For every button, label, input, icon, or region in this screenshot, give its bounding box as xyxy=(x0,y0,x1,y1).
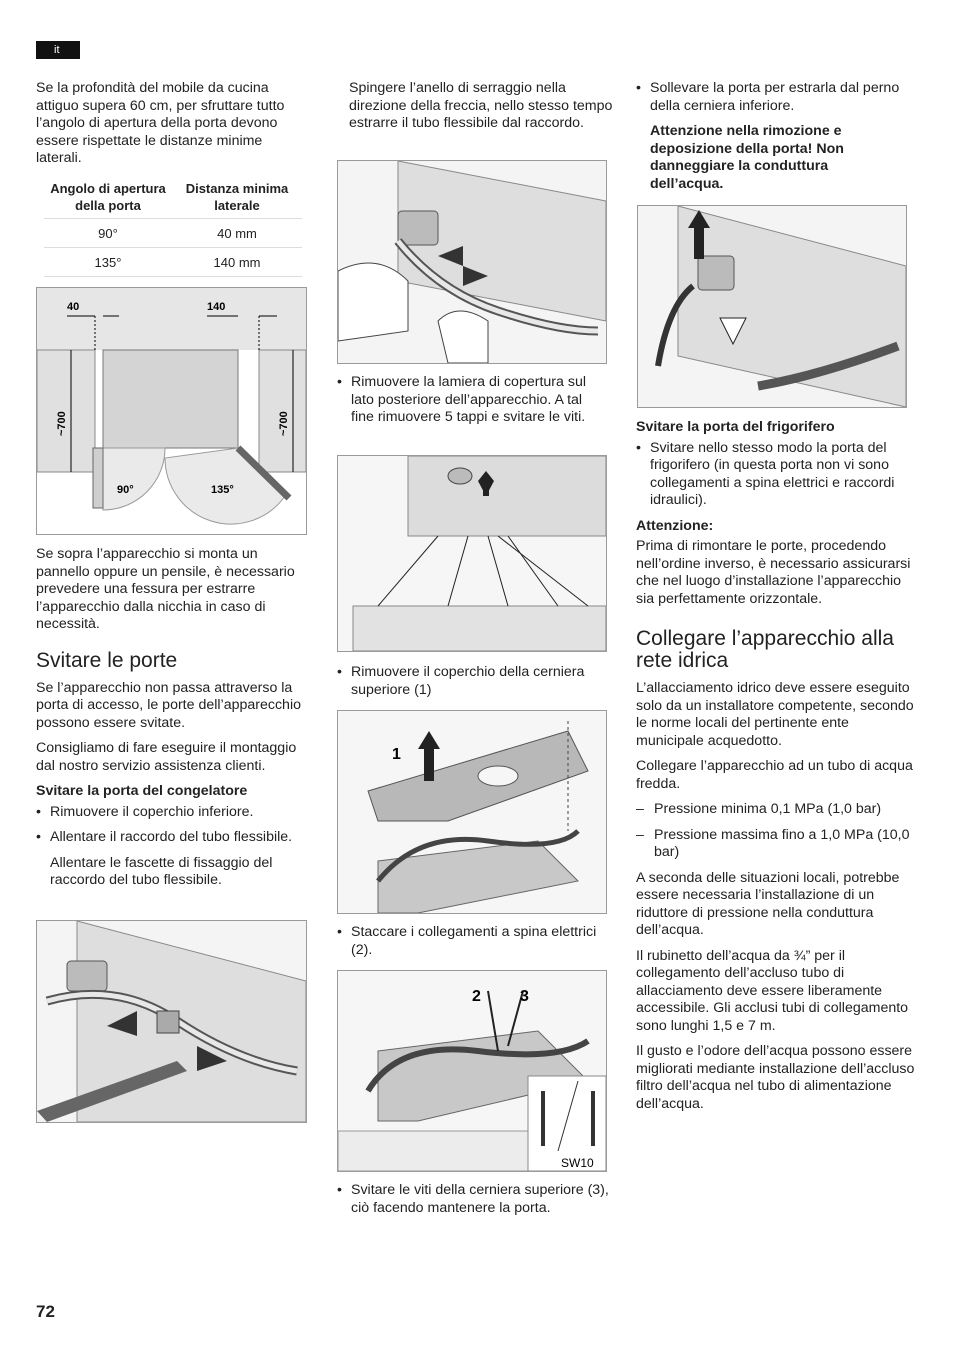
dim-700-left: ~700 xyxy=(56,411,68,436)
water-text-5: Il gusto e l’odore dell’acqua possono es… xyxy=(636,1043,915,1112)
list-item: Allentare il raccordo del tubo flessibil… xyxy=(36,829,311,847)
figure-cover-plate xyxy=(337,455,607,652)
table-header-angle: Angolo di apertura della porta xyxy=(44,179,172,219)
figure-label-2: 2 xyxy=(472,988,481,1005)
figure-plug-connections: 2 3 SW10 xyxy=(337,970,607,1172)
column-1-lower: Se sopra l’apparecchio si monta un panne… xyxy=(36,546,311,898)
figure-label-1: 1 xyxy=(392,746,401,763)
language-tag: it xyxy=(36,41,80,59)
angle-90: 90° xyxy=(117,484,134,496)
list-item: Svitare le viti della cerniera superiore… xyxy=(337,1182,612,1217)
figure-pull-hose xyxy=(337,160,607,364)
column-1: Se la profondità del mobile da cucina at… xyxy=(36,80,311,277)
column-2-top: Spingere l’anello di serraggio nella dir… xyxy=(349,80,619,141)
figure-side-distances: 40 140 ~700 ~700 90° 135° xyxy=(36,287,307,535)
column-3-lower: Svitare la porta del frigorifero Svitare… xyxy=(636,419,916,1121)
dim-700-right: ~700 xyxy=(278,411,290,436)
water-text-3: A seconda delle situazioni locali, potre… xyxy=(636,869,900,939)
unscrew-text-1: Se l’apparecchio non passa attraverso la… xyxy=(36,679,301,731)
water-text-2: Collegare l’apparecchio ad un tubo di ac… xyxy=(636,758,913,792)
attention-label: Attenzione: xyxy=(636,517,714,534)
figure-hinge-cover: 1 xyxy=(337,710,607,914)
list-item-continuation: Allentare le fascette di fissaggio del r… xyxy=(50,854,273,889)
heading-unscrew-doors: Svitare le porte xyxy=(36,648,178,672)
list-item: Rimuovere il coperchio inferiore. xyxy=(36,804,311,822)
table-header-row: Angolo di apertura della porta Distanza … xyxy=(44,179,302,219)
clamp-ring-text: Spingere l’anello di serraggio nella dir… xyxy=(349,80,613,131)
angle-135: 135° xyxy=(211,484,234,496)
list-item: Staccare i collegamenti a spina elettric… xyxy=(337,924,607,959)
water-text-4: Il rubinetto dell’acqua da ¾” per il col… xyxy=(636,947,909,1034)
list-item: Rimuovere il coperchio della cerniera su… xyxy=(337,664,607,699)
list-item: Rimuovere la lamiera di copertura sul la… xyxy=(337,374,607,427)
panel-note: Se sopra l’apparecchio si monta un panne… xyxy=(36,546,295,632)
table-cell-angle: 135° xyxy=(44,247,172,277)
table-cell-distance: 40 mm xyxy=(172,218,302,248)
column-2-bullet-4: Svitare le viti della cerniera superiore… xyxy=(337,1182,612,1225)
table-cell-distance: 140 mm xyxy=(172,247,302,277)
warning-text: Attenzione nella rimozione e deposizione… xyxy=(650,123,844,192)
column-2-bullet-3: Staccare i collegamenti a spina elettric… xyxy=(337,924,607,967)
dim-140: 140 xyxy=(207,301,225,313)
table-row: 90° 40 mm xyxy=(44,218,302,248)
attention-text: Prima di rimontare le porte, procedendo … xyxy=(636,538,911,607)
list-item: Pressione massima fino a 1,0 MPa (10,0 b… xyxy=(636,827,916,862)
intro-text: Se la profondità del mobile da cucina at… xyxy=(36,80,285,166)
subheading-freezer-door: Svitare la porta del congelatore xyxy=(36,783,248,799)
table-row: 135° 140 mm xyxy=(44,247,302,277)
list-item: Pressione minima 0,1 MPa (1,0 bar) xyxy=(636,801,916,819)
water-text-1: L’allacciamento idrico deve essere esegu… xyxy=(636,680,914,749)
figure-loosen-hose xyxy=(36,920,307,1123)
figure-label-sw10: SW10 xyxy=(561,1156,594,1170)
unscrew-text-2: Consigliamo di fare eseguire il montaggi… xyxy=(36,740,297,774)
list-item: Sollevare la porta per estrarla dal pern… xyxy=(636,80,916,115)
figure-lift-door xyxy=(637,205,907,408)
subheading-fridge-door: Svitare la porta del frigorifero xyxy=(636,419,835,435)
page-number: 72 xyxy=(36,1302,55,1321)
dim-40: 40 xyxy=(67,301,79,313)
column-3-top: Sollevare la porta per estrarla dal pern… xyxy=(636,80,916,201)
column-2-bullet-2: Rimuovere il coperchio della cerniera su… xyxy=(337,664,607,707)
figure-label-3: 3 xyxy=(520,988,529,1005)
list-item: Svitare nello stesso modo la porta del f… xyxy=(636,440,916,510)
column-2-bullet-1: Rimuovere la lamiera di copertura sul la… xyxy=(337,374,607,435)
table-header-distance: Distanza minima laterale xyxy=(172,179,302,219)
heading-water-connection: Collegare l’apparecchio alla rete idrica xyxy=(636,627,894,672)
distance-table: Angolo di apertura della porta Distanza … xyxy=(44,179,302,277)
table-cell-angle: 90° xyxy=(44,218,172,248)
